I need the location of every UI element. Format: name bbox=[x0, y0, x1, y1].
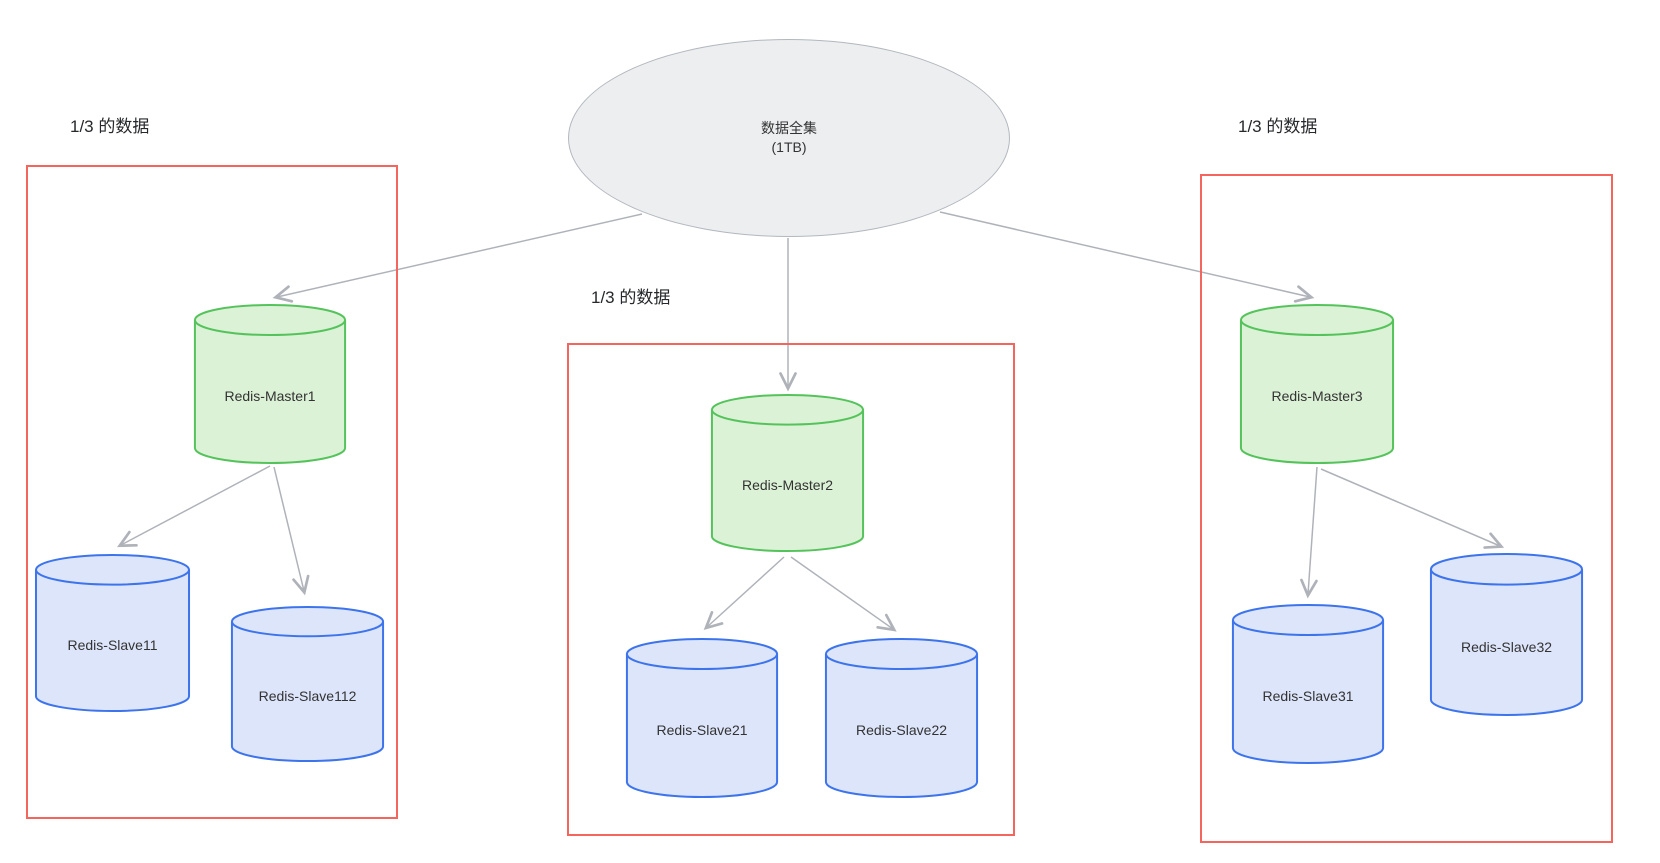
database-cylinder-icon bbox=[709, 393, 866, 553]
database-cylinder-icon bbox=[823, 637, 980, 799]
database-cylinder-icon bbox=[229, 605, 386, 763]
node-label: Redis-Master1 bbox=[224, 388, 316, 404]
node-label: Redis-Slave32 bbox=[1460, 638, 1553, 655]
database-cylinder-icon bbox=[1428, 552, 1585, 717]
partition-label-left: 1/3 的数据 bbox=[70, 117, 150, 136]
dataset-label-line1: 数据全集 bbox=[761, 120, 817, 136]
node-redis-slave21: Redis-Slave21 bbox=[624, 637, 780, 799]
node-redis-slave32: Redis-Slave32 bbox=[1428, 552, 1585, 717]
partition-label-right: 1/3 的数据 bbox=[1238, 117, 1318, 136]
database-cylinder-icon bbox=[624, 637, 780, 799]
partition-box-left bbox=[26, 165, 398, 819]
partition-box-right bbox=[1200, 174, 1613, 843]
database-cylinder-icon bbox=[1230, 603, 1386, 765]
node-label: Redis-Slave22 bbox=[855, 722, 948, 738]
node-redis-master2: Redis-Master2 bbox=[709, 393, 866, 553]
node-label: Redis-Slave112 bbox=[258, 688, 357, 704]
node-label: Redis-Slave11 bbox=[67, 637, 158, 653]
node-redis-slave112: Redis-Slave112 bbox=[229, 605, 386, 763]
database-cylinder-icon bbox=[33, 553, 192, 713]
dataset-ellipse: 数据全集 (1TB) bbox=[568, 39, 1010, 237]
node-redis-master3: Redis-Master3 bbox=[1238, 303, 1396, 465]
database-cylinder-icon bbox=[192, 303, 348, 465]
node-label: Redis-Master2 bbox=[741, 477, 834, 493]
node-redis-slave11: Redis-Slave11 bbox=[33, 553, 192, 713]
node-redis-master1: Redis-Master1 bbox=[192, 303, 348, 465]
node-redis-slave31: Redis-Slave31 bbox=[1230, 603, 1386, 765]
dataset-label-line2: (1TB) bbox=[771, 139, 807, 155]
database-cylinder-icon bbox=[1238, 303, 1396, 465]
node-label: Redis-Slave31 bbox=[1262, 688, 1354, 704]
node-label: Redis-Master3 bbox=[1271, 388, 1363, 404]
partition-label-middle: 1/3 的数据 bbox=[591, 288, 671, 307]
partition-box-middle bbox=[567, 343, 1015, 836]
node-redis-slave22: Redis-Slave22 bbox=[823, 637, 980, 799]
node-label: Redis-Slave21 bbox=[656, 722, 748, 738]
